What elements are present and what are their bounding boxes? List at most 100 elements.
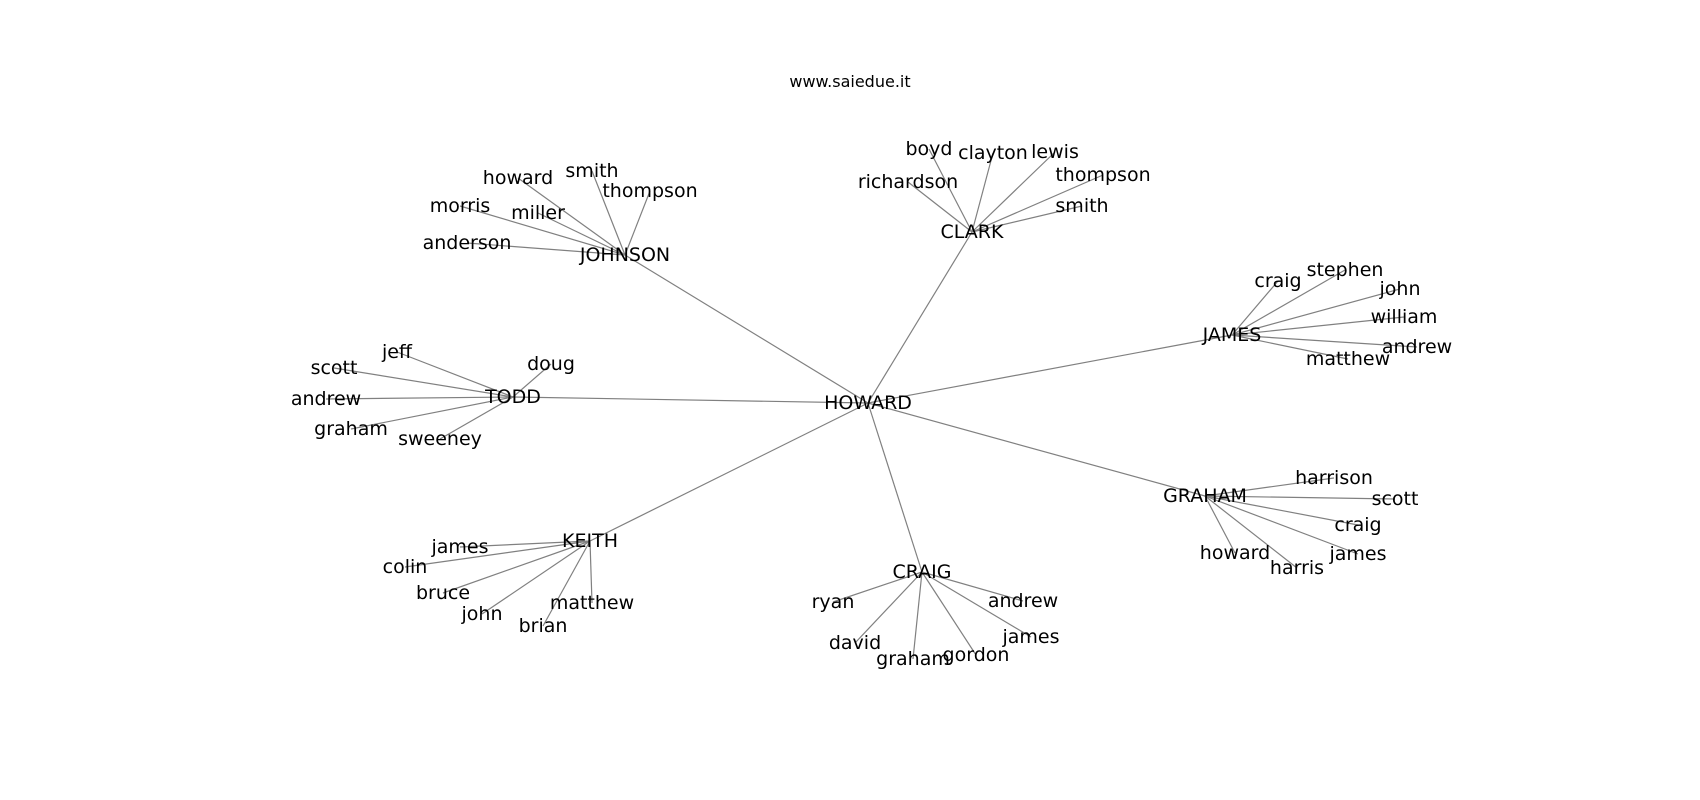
edge-johnson-howard [517, 177, 626, 256]
leaf-node-label: anderson [423, 232, 512, 254]
edge-center-clark [867, 231, 973, 404]
edge-james-stephen [1231, 269, 1346, 336]
edge-center-todd [512, 396, 869, 404]
leaf-node-label: james [430, 536, 488, 558]
edge-graham-harrison [1204, 477, 1335, 497]
leaf-node-label: brian [519, 615, 568, 637]
leaf-node-label: howard [483, 167, 553, 189]
leaf-node-label: craig [1334, 514, 1381, 536]
edge-craig-gordon [921, 571, 977, 656]
leaf-node-label: sweeney [398, 428, 482, 450]
edge-james-john [1231, 288, 1401, 336]
leaf-node-label: smith [565, 160, 618, 182]
leaf-node-label: scott [311, 357, 358, 379]
edge-clark-thompson [971, 174, 1104, 233]
leaf-node-label: clayton [958, 142, 1028, 164]
leaf-node-label: boyd [906, 138, 953, 160]
leaf-node-label: thompson [602, 180, 697, 202]
edges [325, 148, 1418, 660]
edge-todd-sweeney [439, 396, 514, 440]
leaf-node-label: colin [383, 556, 428, 578]
leaf-node-label: harris [1270, 557, 1324, 579]
group-node-label: CRAIG [892, 561, 951, 583]
leaf-node-label: graham [314, 418, 388, 440]
leaf-node-label: gordon [943, 644, 1010, 666]
leaf-node-label: miller [511, 202, 565, 224]
leaf-node-label: andrew [291, 388, 361, 410]
leaf-node-label: bruce [416, 582, 470, 604]
edge-keith-james [459, 540, 591, 548]
edge-center-keith [589, 402, 869, 542]
edge-clark-boyd [928, 148, 973, 233]
group-node-label: CLARK [941, 221, 1004, 243]
edge-james-william [1231, 316, 1405, 336]
leaf-node-label: matthew [550, 592, 634, 614]
edge-craig-graham [912, 571, 923, 660]
edge-johnson-thompson [624, 190, 651, 256]
leaf-node-label: john [1379, 278, 1421, 300]
edge-graham-howard [1204, 495, 1236, 554]
leaf-node-label: andrew [1382, 336, 1452, 358]
leaf-node-label: scott [1372, 488, 1419, 510]
edge-todd-scott [333, 367, 514, 398]
leaf-node-label: william [1371, 306, 1438, 328]
edge-clark-richardson [907, 181, 973, 233]
edge-james-andrew [1231, 334, 1418, 348]
edge-james-matthew [1231, 334, 1349, 360]
edge-johnson-anderson [466, 242, 626, 256]
edge-todd-jeff [396, 351, 514, 398]
leaf-node-label: matthew [1306, 348, 1390, 370]
edge-graham-james [1204, 495, 1359, 555]
edge-johnson-morris [459, 205, 626, 256]
edge-james-craig [1231, 280, 1279, 336]
leaf-node-label: graham [876, 648, 950, 670]
leaf-node-label: james [1328, 543, 1386, 565]
leaf-node-label: craig [1254, 270, 1301, 292]
center-node-label: HOWARD [824, 392, 912, 414]
edge-center-johnson [624, 254, 869, 404]
edge-keith-john [481, 540, 591, 615]
group-node-label: KEITH [562, 530, 618, 552]
leaf-node-label: john [461, 603, 503, 625]
edge-clark-clayton [971, 152, 994, 233]
edge-center-graham [867, 402, 1206, 497]
edge-craig-james [921, 571, 1032, 638]
leaf-node-label: ryan [812, 591, 855, 613]
leaf-node-label: thompson [1055, 164, 1150, 186]
edge-todd-andrew [325, 396, 514, 400]
edge-keith-colin [404, 540, 591, 568]
edge-keith-bruce [442, 540, 591, 594]
edge-craig-ryan [832, 571, 923, 603]
edge-graham-craig [1204, 495, 1359, 526]
edge-todd-doug [512, 363, 552, 398]
group-node-label: GRAHAM [1163, 485, 1247, 507]
group-node-label: TODD [484, 386, 541, 408]
edge-clark-smith [971, 205, 1083, 233]
edge-craig-david [854, 571, 923, 644]
edge-johnson-smith [591, 170, 626, 256]
leaf-node-label: smith [1055, 195, 1108, 217]
leaf-node-label: james [1001, 626, 1059, 648]
group-node-label: JAMES [1202, 324, 1262, 346]
source-watermark: www.saiedue.it [789, 72, 911, 91]
leaf-node-label: david [829, 632, 881, 654]
leaf-node-label: richardson [858, 171, 958, 193]
edge-graham-scott [1204, 495, 1396, 500]
leaf-node-label: doug [527, 353, 575, 375]
edge-clark-lewis [971, 151, 1056, 233]
edge-graham-harris [1204, 495, 1298, 569]
leaf-node-label: andrew [988, 590, 1058, 612]
edge-johnson-miller [537, 212, 626, 256]
leaf-node-label: harrison [1295, 467, 1373, 489]
leaf-node-label: morris [430, 195, 491, 217]
edge-center-james [867, 334, 1233, 404]
group-node-label: JOHNSON [579, 244, 670, 266]
leaf-node-label: stephen [1307, 259, 1384, 281]
edge-keith-matthew [589, 540, 593, 604]
edge-craig-andrew [921, 571, 1024, 602]
edge-todd-graham [350, 396, 514, 430]
leaf-node-label: lewis [1031, 141, 1079, 163]
leaf-node-label: jeff [381, 341, 413, 363]
